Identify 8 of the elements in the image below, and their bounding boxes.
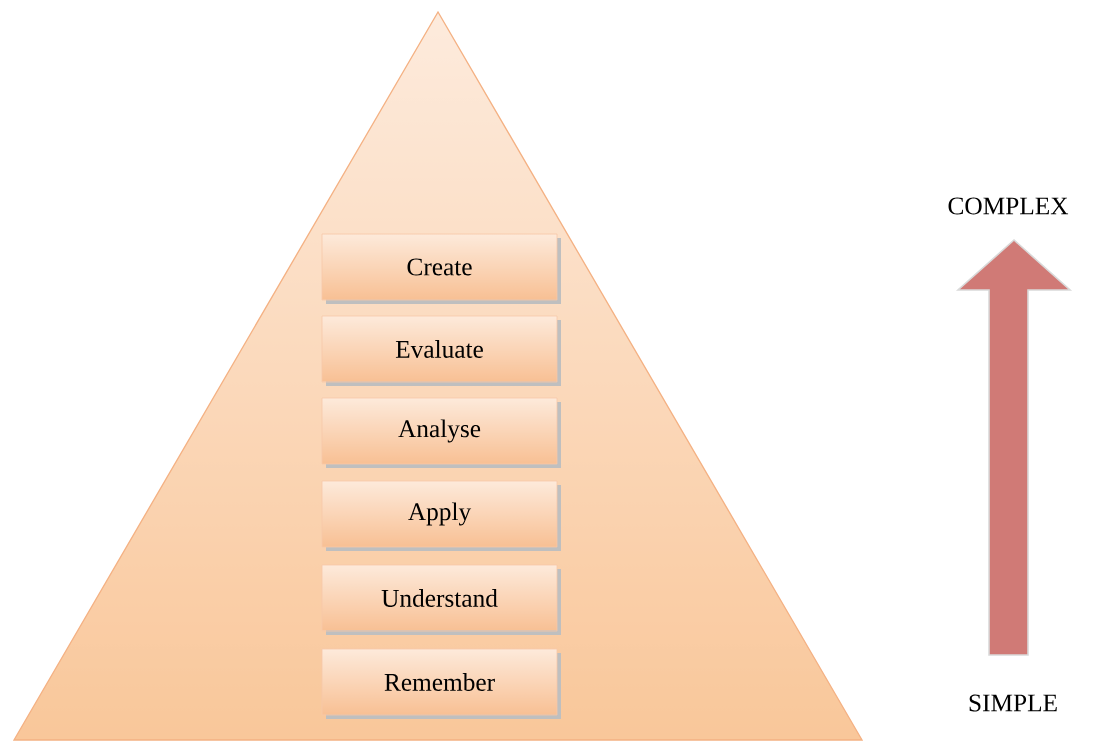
level-box: Understand	[321, 564, 561, 635]
level-box: Create	[321, 233, 561, 304]
level-box: Apply	[321, 480, 561, 551]
level-box: Analyse	[321, 397, 561, 468]
level-box: Remember	[321, 648, 561, 719]
scale-label: COMPLEX	[948, 197, 1069, 215]
scale-label: SIMPLE	[969, 694, 1057, 712]
level-box: Evaluate	[321, 315, 561, 386]
